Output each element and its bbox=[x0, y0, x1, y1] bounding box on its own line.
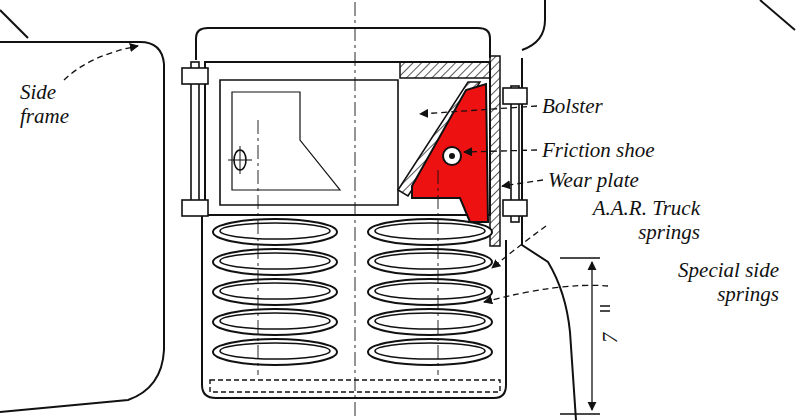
part-label: Special side springs bbox=[614, 258, 779, 306]
part-label: Bolster bbox=[542, 94, 662, 118]
part-label: Friction shoe bbox=[542, 138, 682, 162]
part-label: A.A.R. Truck springs bbox=[550, 196, 700, 244]
part-label: Wear plate bbox=[548, 168, 678, 192]
dimension-label: 7 bbox=[598, 328, 622, 348]
part-label: Side frame bbox=[20, 80, 90, 128]
